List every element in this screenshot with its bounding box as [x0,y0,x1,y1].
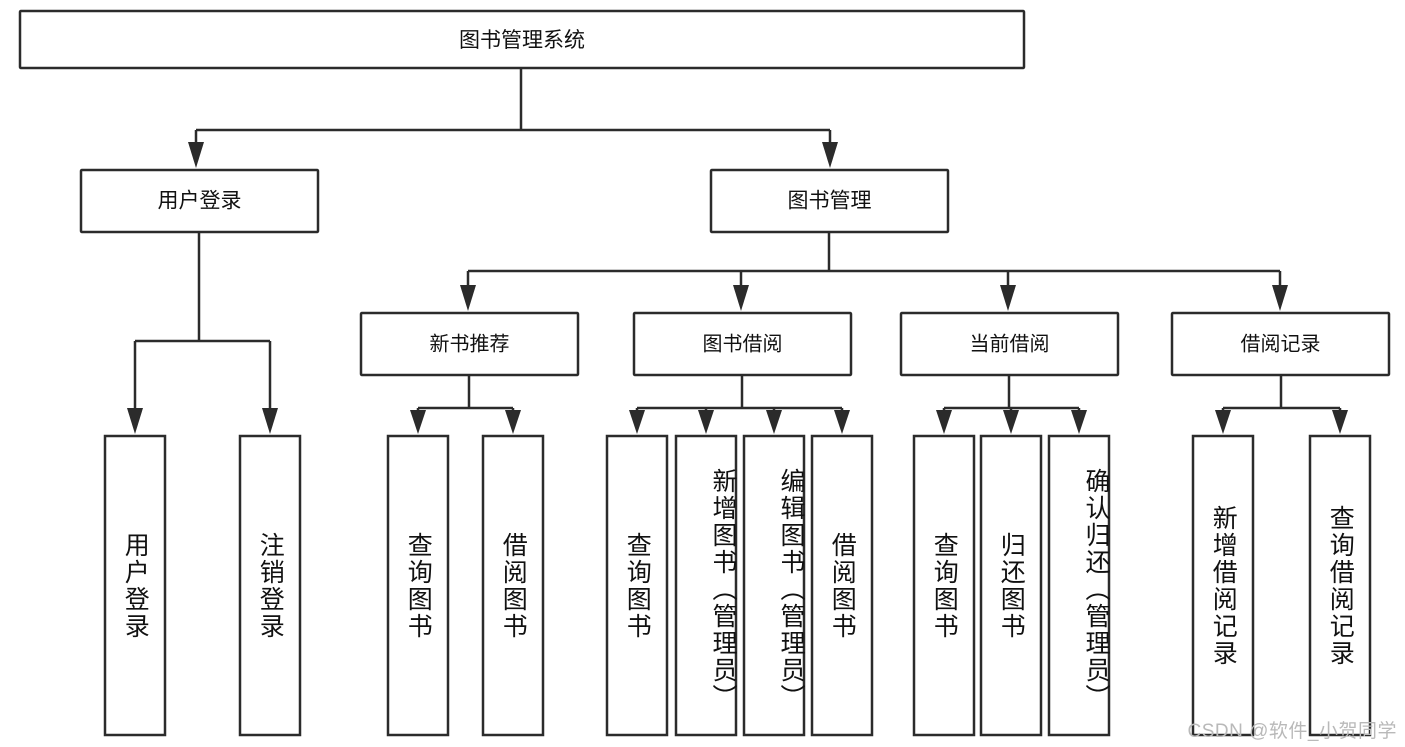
leaf-box-edit-book[interactable] [742,434,806,737]
watermark-text: CSDN @软件_小贺同学 [1187,721,1397,742]
leaf-box-query-record[interactable] [1308,434,1372,737]
connector-currentborrow-to-leaves [936,375,1087,434]
leaf-box-query-book-3[interactable] [912,434,976,737]
leaf-box-logout[interactable] [238,434,302,737]
level2-label-book-management: 图书管理 [788,190,872,213]
leaf-box-user-login[interactable] [103,434,167,737]
leaf-box-borrow-book-1[interactable] [481,434,545,737]
leaf-box-add-book[interactable] [674,434,738,737]
level2-label-user-login: 用户登录 [158,190,242,213]
leaf-box-return-book[interactable] [979,434,1043,737]
leaf-boxes [103,434,1372,737]
connector-borrowrecord-to-leaves [1215,375,1348,434]
leaf-box-confirm-return[interactable] [1047,434,1111,737]
root-label: 图书管理系统 [459,29,585,52]
leaf-box-borrow-book-2[interactable] [810,434,874,737]
level3-label-borrow-record: 借阅记录 [1241,332,1321,355]
leaf-box-add-record[interactable] [1191,434,1255,737]
connector-newbook-to-leaves [410,375,521,434]
leaf-box-query-book-2[interactable] [605,434,669,737]
connector-root-to-level2 [188,68,838,168]
level3-label-new-book-recommend: 新书推荐 [430,332,510,355]
connector-bookmgmt-to-level3 [460,232,1288,311]
connector-bookborrow-to-leaves [629,375,850,434]
leaf-box-query-book-1[interactable] [386,434,450,737]
level3-label-book-borrow: 图书借阅 [703,332,783,355]
connector-userlogin-to-leaves [127,232,278,434]
level3-label-current-borrow: 当前借阅 [970,332,1050,355]
node-root-system[interactable] [18,9,1026,70]
